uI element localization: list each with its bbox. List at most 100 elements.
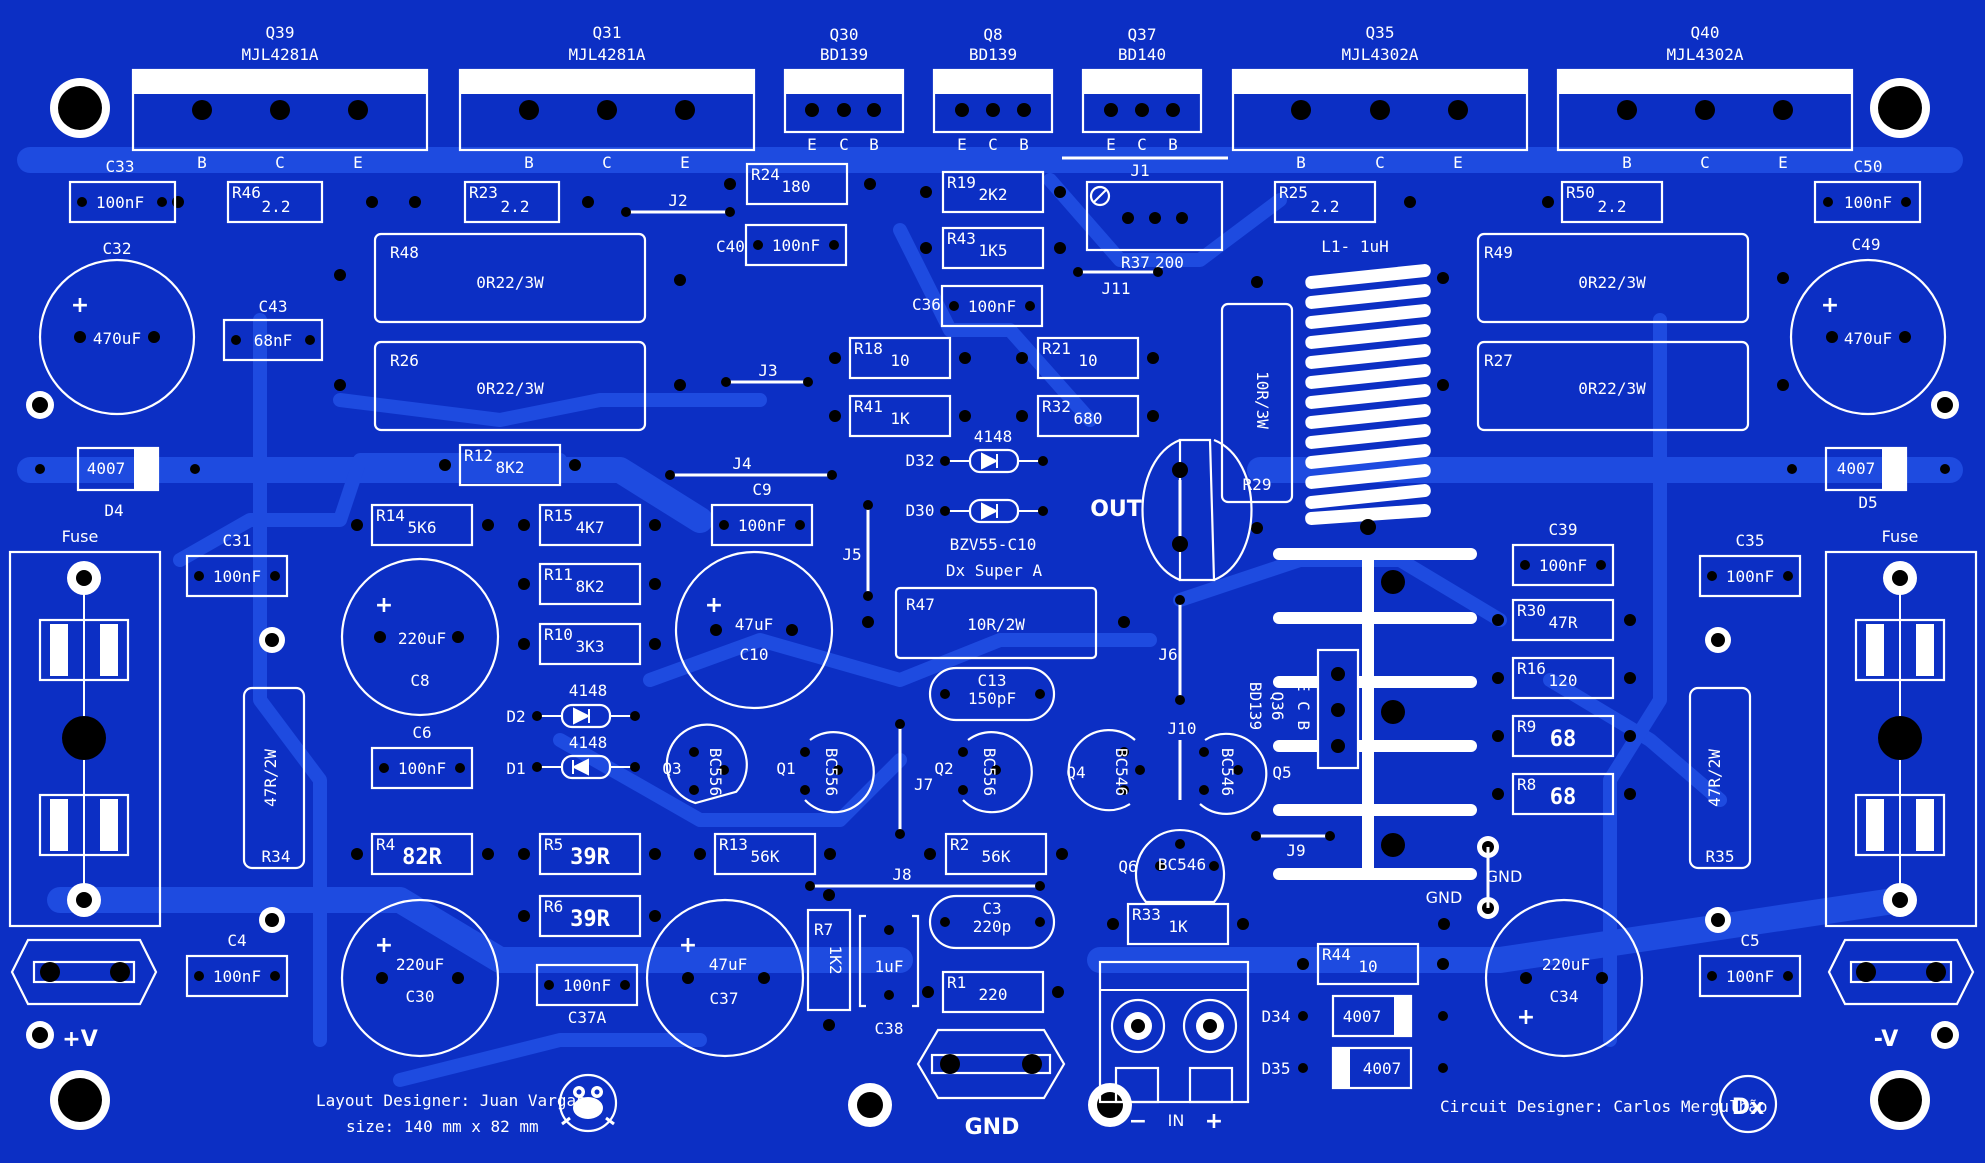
svg-text:B: B: [1019, 135, 1029, 154]
svg-text:R23: R23: [469, 183, 498, 202]
svg-text:R6: R6: [544, 897, 563, 916]
svg-text:220p: 220p: [973, 917, 1012, 936]
svg-text:4007: 4007: [87, 459, 126, 478]
svg-text:C32: C32: [103, 239, 132, 258]
svg-text:GND: GND: [1486, 867, 1523, 886]
inductor-l1: L1- 1uH: [1305, 237, 1431, 535]
svg-text:C: C: [1375, 153, 1385, 172]
svg-text:R32: R32: [1042, 397, 1071, 416]
svg-text:R13: R13: [719, 835, 748, 854]
svg-text:B: B: [524, 153, 534, 172]
svg-text:+V: +V: [62, 1027, 97, 1052]
svg-text:R2: R2: [950, 835, 969, 854]
cap-c6: C6 100nF: [370, 723, 474, 790]
svg-text:R24: R24: [751, 165, 780, 184]
svg-text:R12: R12: [464, 446, 493, 465]
power-transistor-q40: Q40 MJL4302A B C E: [1556, 23, 1854, 172]
svg-text:0R22/3W: 0R22/3W: [476, 273, 544, 292]
svg-text:Dx: Dx: [1732, 1095, 1764, 1120]
svg-text:R41: R41: [854, 397, 883, 416]
svg-text:C6: C6: [412, 723, 431, 742]
diode-d30: D30 BZV55-C10: [906, 498, 1048, 554]
svg-text:0R22/3W: 0R22/3W: [476, 379, 544, 398]
svg-text:R4: R4: [376, 835, 395, 854]
svg-text:D32: D32: [906, 451, 935, 470]
resistor-r12: R12 8K2: [439, 443, 581, 487]
svg-text:J1: J1: [1130, 161, 1149, 180]
svg-text:R19: R19: [947, 173, 976, 192]
diode-d1: 4148 D1: [506, 733, 640, 780]
resistor-r13: R13 56K: [694, 832, 836, 876]
power-transistor-q39: Q39 MJL4281A B C E: [131, 23, 429, 172]
diode-d35: 4007 D35: [1262, 1046, 1448, 1090]
svg-text:R37: R37: [1121, 253, 1150, 272]
svg-text:E: E: [957, 135, 967, 154]
svg-text:C: C: [839, 135, 849, 154]
svg-text:100nF: 100nF: [213, 567, 261, 586]
svg-text:C43: C43: [259, 297, 288, 316]
svg-text:Fuse: Fuse: [62, 527, 99, 546]
svg-text:D1: D1: [506, 759, 525, 778]
electrolytic-c34: + 220uF C34: [1484, 898, 1644, 1058]
svg-text:+: +: [375, 933, 393, 958]
svg-text:BD139: BD139: [969, 45, 1017, 64]
svg-text:2.2: 2.2: [501, 197, 530, 216]
resistor-r19: R19 2K2: [920, 170, 1066, 214]
svg-text:R7: R7: [814, 920, 833, 939]
svg-text:100nF: 100nF: [96, 193, 144, 212]
svg-text:39R: 39R: [570, 845, 610, 870]
svg-text:39R: 39R: [570, 907, 610, 932]
svg-text:100nF: 100nF: [738, 516, 786, 535]
svg-text:R27: R27: [1484, 351, 1513, 370]
resistor-r25: R25 2.2: [1273, 180, 1416, 224]
svg-text:BC546: BC546: [1218, 748, 1237, 796]
power-transistor-q31: Q31 MJL4281A B C E: [458, 23, 756, 172]
cap-c4: C4 100nF: [185, 931, 289, 998]
diode-d5: 4007 D5: [1787, 446, 1950, 512]
svg-text:Q6: Q6: [1118, 857, 1137, 876]
svg-text:C: C: [602, 153, 612, 172]
diode-d34: 4007 D34: [1262, 994, 1448, 1038]
svg-text:56K: 56K: [751, 847, 780, 866]
svg-text:2.2: 2.2: [262, 197, 291, 216]
svg-text:C31: C31: [223, 531, 252, 550]
diode-d4: 4007 D4: [35, 446, 200, 520]
heatsink-q36: Q36 BD139 E C B: [1246, 548, 1477, 880]
svg-text:BD140: BD140: [1118, 45, 1166, 64]
svg-text:Q5: Q5: [1272, 763, 1291, 782]
resistor-r24: R24 180: [724, 162, 876, 206]
svg-text:R10: R10: [544, 625, 573, 644]
svg-text:D5: D5: [1858, 493, 1877, 512]
power-connector-minus: -V: [1827, 938, 1975, 1052]
resistor-r26: R26 0R22/3W: [334, 340, 686, 432]
electrolytic-c37: + 47uF C37: [645, 898, 805, 1058]
svg-text:J9: J9: [1286, 841, 1305, 860]
svg-text:Q2: Q2: [934, 759, 953, 778]
resistor-r29: 10R/3W R29: [1220, 276, 1294, 534]
svg-text:+: +: [1517, 1005, 1535, 1030]
electrolytic-c8: + 220uF C8: [340, 557, 500, 717]
svg-text:R21: R21: [1042, 339, 1071, 358]
cap-c31: C31 100nF: [185, 531, 289, 598]
svg-text:J8: J8: [892, 865, 911, 884]
resistor-r44: R44 10: [1297, 942, 1449, 986]
jumper-wires: J2 J3 J4 J5 J6 J7 J8 J9 J10 J11: [621, 156, 1335, 891]
svg-text:Q40: Q40: [1691, 23, 1720, 42]
svg-text:C39: C39: [1549, 520, 1578, 539]
svg-text:C9: C9: [752, 480, 771, 499]
svg-text:BC556: BC556: [822, 748, 841, 796]
svg-text:Q35: Q35: [1366, 23, 1395, 42]
svg-text:Q4: Q4: [1066, 763, 1085, 782]
resistor-r18: R18 10: [829, 336, 971, 380]
svg-text:C37: C37: [710, 989, 739, 1008]
svg-text:180: 180: [782, 177, 811, 196]
svg-text:L1- 1uH: L1- 1uH: [1321, 237, 1388, 256]
svg-text:+: +: [71, 293, 89, 318]
svg-text:Q3: Q3: [662, 759, 681, 778]
svg-text:56K: 56K: [982, 847, 1011, 866]
resistor-r43: R43 1K5: [920, 226, 1066, 270]
svg-text:-V: -V: [1874, 1027, 1899, 1052]
resistor-r32: R32 680: [1016, 394, 1159, 438]
svg-text:68nF: 68nF: [254, 331, 293, 350]
svg-text:4148: 4148: [569, 733, 608, 752]
